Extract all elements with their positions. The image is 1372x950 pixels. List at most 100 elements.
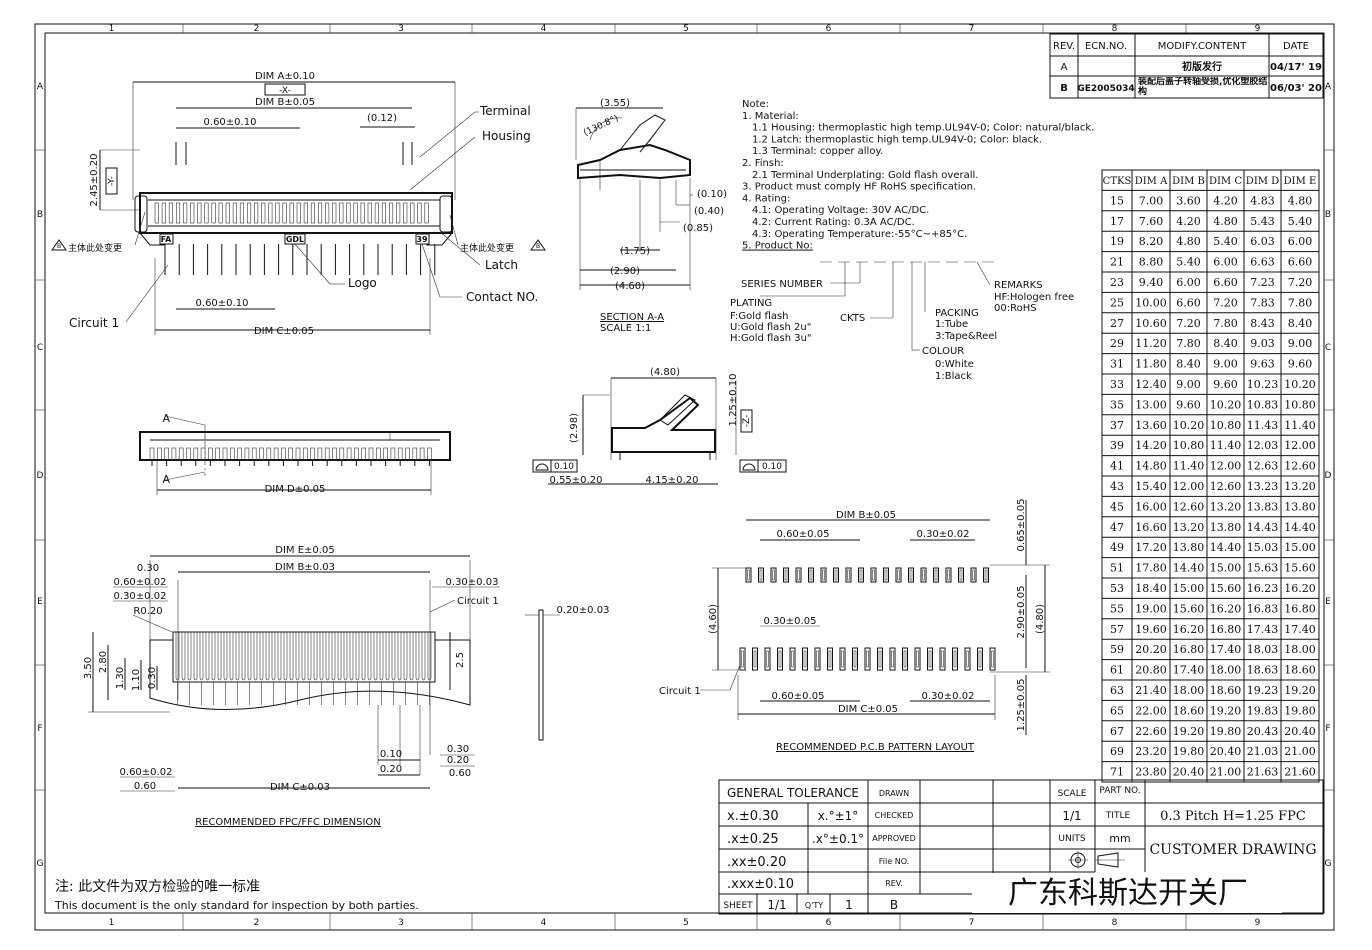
dim-table-cell: 16.00 [1135,500,1167,513]
fpc-thickness-view: 0.20±0.03 [525,605,610,741]
dim-table-cell: 25 [1110,296,1124,309]
fpc-030v: 0.30 [147,667,158,689]
grid-row-right: C [1325,343,1331,353]
dim-table-cell: 45 [1110,500,1124,513]
file-no-label: File NO. [879,857,909,866]
dim-table-cell: 19.80 [1210,725,1242,738]
fpc-title: RECOMMENDED FPC/FFC DIMENSION [195,817,381,828]
grid-row-left: F [37,724,42,734]
dim-table-cell: 18.63 [1247,664,1279,677]
dim-table-cell: 16.80 [1173,643,1205,656]
dim-table-cell: 5.40 [1176,256,1201,269]
dim-table-header: DIM E [1284,176,1317,187]
dim-table-header: DIM A [1135,176,1168,187]
dim-table-cell: 12.00 [1173,480,1205,493]
dim-table-cell: 15.60 [1284,562,1316,575]
dim-table-cell: 67 [1110,725,1124,738]
dim-table-cell: 14.20 [1135,439,1167,452]
sec-010: (0.10) [697,189,727,200]
customer-drawing: CUSTOMER DRAWING [1149,842,1316,858]
flat-right-value: 0.10 [762,462,782,472]
dim-table-cell: 23.20 [1135,745,1167,758]
note-line: 3. Product must comply HF RoHS specifica… [742,182,976,193]
dim-table-cell: 7.20 [1213,296,1238,309]
dim-table-cell: 18.60 [1173,704,1205,717]
z-datum: -Z- [742,415,752,428]
dim-table-cell: 55 [1110,602,1124,615]
dim-table-cell: 18.00 [1284,643,1316,656]
pcb-circuit1: Circuit 1 [659,686,701,697]
grid-col-top: 9 [1255,24,1261,34]
height-label: 2.45±0.20 [89,154,100,207]
dim-table-cell: 5.43 [1250,215,1275,228]
dim-table-cell: 20.40 [1284,725,1316,738]
dim-table-cell: 47 [1110,521,1124,534]
dim-table-cell: 9.60 [1288,358,1313,371]
plating-title: PLATING [730,298,772,309]
dim-table-cell: 13.20 [1210,500,1242,513]
dim-table-cell: 11.20 [1135,337,1167,350]
dim-table-cell: 8.40 [1288,317,1313,330]
grid-row-left: B [37,210,43,220]
dim-table-cell: 13.80 [1173,541,1205,554]
qty-value: 1 [845,898,853,912]
dim-table-cell: 14.40 [1284,521,1316,534]
dim-table-cell: 9.00 [1213,358,1238,371]
fpc-r020: R0.20 [133,606,162,617]
dim-table-cell: 16.83 [1247,602,1279,615]
grid-row-right: E [1325,597,1331,607]
grid-col-top: 6 [826,24,832,34]
side-view: (4.80) (2.98) 1.25±0.10 -Z- 0.10 0.10 0.… [532,367,787,486]
thickness-label: 0.20±0.03 [557,605,610,616]
dim-table-cell: 19.20 [1173,725,1205,738]
dim-table-cell: 13.20 [1284,480,1316,493]
flat-left-value: 0.10 [554,462,574,472]
dim-table-cell: 19.20 [1210,704,1242,717]
tol-1: .x±0.25 [727,832,779,847]
dim-table-cell: 11.40 [1210,439,1242,452]
dim-table-cell: 4.80 [1213,215,1238,228]
side-415: 4.15±0.20 [646,475,699,486]
footer-en-note: This document is the only standard for i… [54,899,419,912]
packing-1: 3:Tape&Reel [935,331,997,342]
fpc-350: 3.50 [83,657,94,679]
dim-table-cell: 18.00 [1173,684,1205,697]
dim-table-cell: 7.80 [1213,317,1238,330]
approved-label: APPROVED [872,834,916,843]
dim-table-header: DIM C [1209,176,1242,187]
sec-175: (1.75) [620,246,650,257]
dim-table-cell: 7.00 [1139,194,1164,207]
dim-table-cell: 12.00 [1284,439,1316,452]
dim-table-cell: 13.80 [1210,521,1242,534]
dim-table-cell: 10.23 [1247,378,1279,391]
plating-2: H:Gold flash 3u" [730,333,812,344]
company-name: 广东科斯达开关厂 [1008,876,1248,911]
dim-table-cell: 12.03 [1247,439,1279,452]
note-line: 4.2: Current Rating: 0.3A AC/DC. [752,217,915,228]
units-value: mm [1109,832,1130,845]
dim-table-cell: 7.23 [1250,276,1275,289]
pcb-065: 0.65±0.05 [1016,499,1027,552]
dim-table-cell: 4.83 [1250,194,1275,207]
grid-row-left: D [37,471,44,481]
dim-table-cell: 17.43 [1247,623,1279,636]
dim-table-cell: 5.40 [1213,235,1238,248]
dim-table-cell: 9.03 [1250,337,1275,350]
dim-table-cell: 15.40 [1135,480,1167,493]
dim-c-label: DIM C±0.05 [254,326,314,337]
side-298: (2.98) [569,413,580,443]
qty-label: Q'TY [805,901,823,910]
grid-row-right: F [1325,724,1330,734]
pcb-480: (4.80) [1035,604,1046,634]
fpc-010: 0.10 [380,749,402,760]
dim-table-cell: 9.40 [1139,276,1164,289]
revision-table: REV. ECN.NO. MODIFY.CONTENT DATE A 初版发行 … [1049,33,1324,99]
dim-table-cell: 21.63 [1247,766,1279,779]
grid-col-bottom: 1 [109,918,115,928]
top-pitch-label: 0.60±0.10 [204,117,257,128]
dim-table-cell: 16.60 [1135,521,1167,534]
dim-table-cell: 12.40 [1135,378,1167,391]
note-line: 1. Material: [742,111,799,122]
pcb-460: (4.60) [708,604,719,634]
dim-table-cell: 19.60 [1135,623,1167,636]
